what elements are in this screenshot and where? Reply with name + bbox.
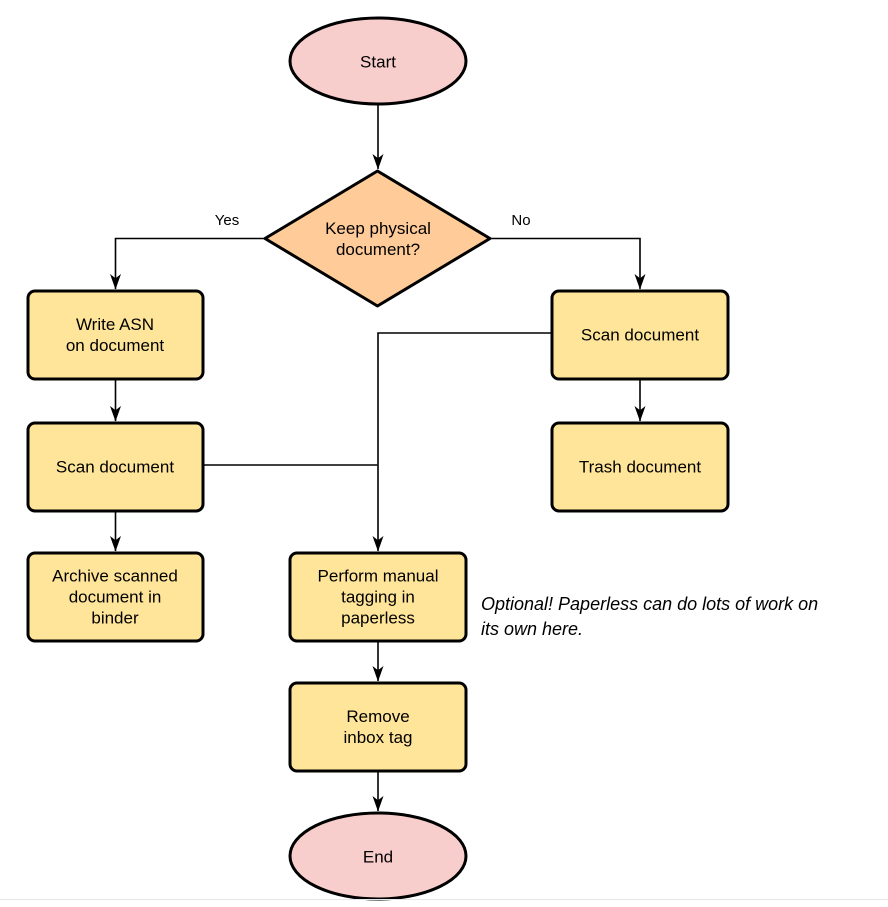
start-node	[288, 16, 468, 106]
edge-decision-yes	[110, 237, 265, 290]
decision-node	[263, 169, 492, 308]
edge-decision-no	[490, 237, 646, 290]
write-asn-node	[26, 289, 205, 381]
archive-node	[26, 551, 205, 643]
end-node	[288, 811, 468, 901]
remove-inbox-tag-node	[288, 681, 468, 773]
manual-tagging-node	[288, 551, 468, 643]
trash-document-node	[550, 421, 730, 513]
scan-document-right-node	[550, 289, 730, 381]
bottom-divider	[0, 899, 888, 900]
edge-scanright-to-tagging	[372, 332, 552, 552]
optional-note: Optional! Paperless can do lots of work …	[481, 594, 819, 639]
scan-document-left-node	[26, 421, 205, 513]
